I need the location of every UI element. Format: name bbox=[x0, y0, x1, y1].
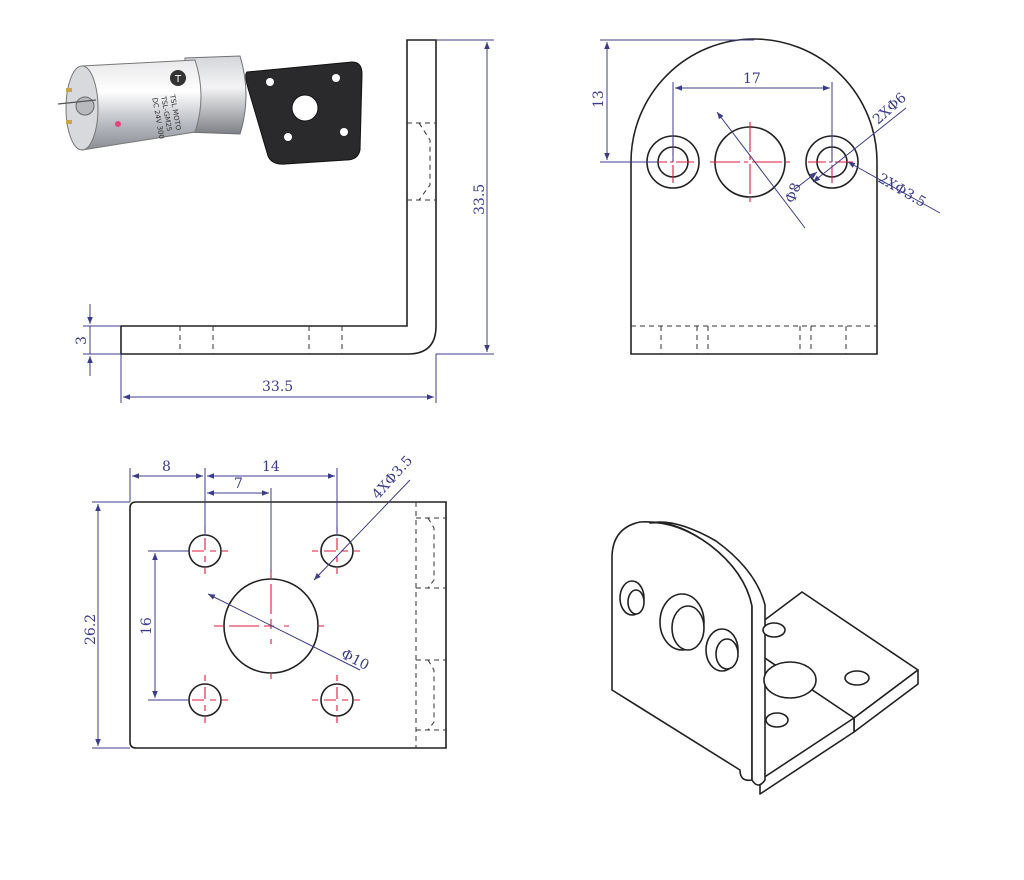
side-height-label: 33.5 bbox=[472, 184, 488, 215]
top-view: 8 14 7 4XΦ3.5 26.2 16 Φ10 bbox=[83, 453, 447, 749]
front-center-hole-label: Φ8 bbox=[783, 181, 805, 206]
front-small-hole-label: 2XΦ6 bbox=[870, 90, 910, 128]
side-view: 33.5 33.5 3 bbox=[74, 39, 494, 403]
front-height-label: 13 bbox=[591, 90, 607, 108]
top-center-hole-label: Φ10 bbox=[338, 646, 371, 674]
product-photo: T TSL MOTO TSL-GM25 DC 24V 300 bbox=[57, 55, 363, 165]
mount-hole-br bbox=[312, 675, 362, 725]
bracket-photo bbox=[245, 61, 363, 165]
isometric-view bbox=[611, 521, 919, 795]
motor-image: T TSL MOTO TSL-GM25 DC 24V 300 bbox=[57, 55, 247, 151]
front-screw-hole-label: 2XΦ3.5 bbox=[875, 171, 929, 211]
top-vertical-spacing-label: 16 bbox=[139, 617, 155, 635]
top-spacing-label: 14 bbox=[262, 459, 280, 475]
side-thickness-label: 3 bbox=[74, 336, 90, 345]
front-spacing-label: 17 bbox=[743, 71, 761, 87]
top-holes-label: 4XΦ3.5 bbox=[369, 453, 416, 503]
motor-logo-letter: T bbox=[174, 74, 182, 85]
top-height-label: 26.2 bbox=[83, 614, 99, 645]
logo-badge bbox=[170, 70, 186, 86]
top-half-label: 7 bbox=[234, 476, 243, 492]
side-width-label: 33.5 bbox=[262, 379, 293, 395]
top-offset-label: 8 bbox=[162, 459, 171, 475]
front-view: 13 17 Φ8 2XΦ6 2XΦ3.5 bbox=[591, 38, 941, 355]
